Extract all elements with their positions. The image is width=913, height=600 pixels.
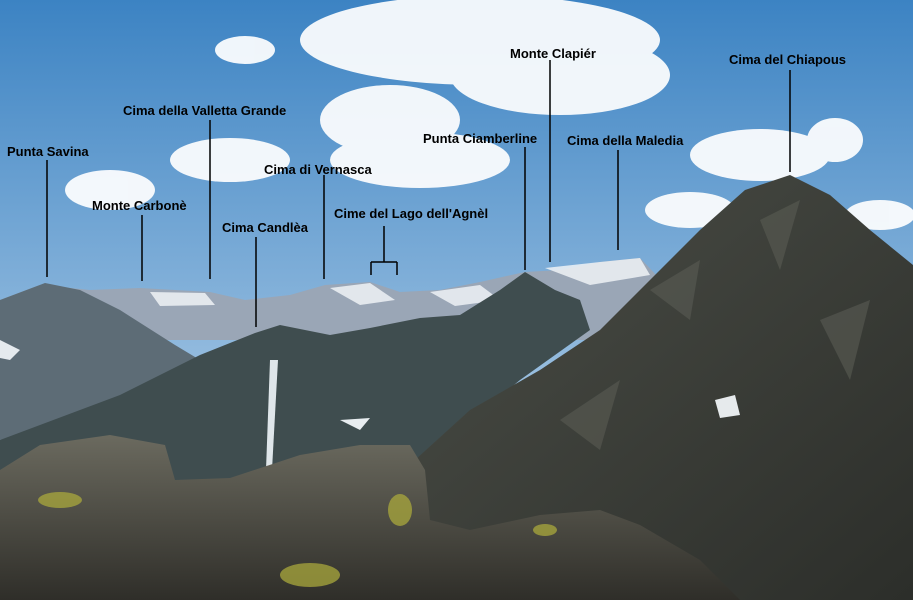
snow-patch — [0, 340, 20, 360]
label-cima-di-vernasca: Cima di Vernasca — [264, 162, 372, 177]
label-cime-del-lago-dellagnel: Cime del Lago dell'Agnèl — [334, 206, 489, 221]
clouds — [65, 0, 913, 230]
label-monte-carbone: Monte Carbonè — [92, 198, 187, 213]
snow-patch — [340, 418, 370, 430]
snow-gully — [266, 360, 278, 470]
label-punta-ciamberline: Punta Ciamberline — [423, 131, 538, 146]
label-monte-clapier: Monte Clapiér — [510, 46, 596, 61]
label-cima-del-chiapous: Cima del Chiapous — [729, 52, 847, 67]
label-cima-candlea: Cima Candlèa — [222, 220, 308, 235]
foreground-rocks — [0, 435, 740, 600]
label-cima-della-maledia: Cima della Maledia — [567, 133, 684, 148]
chiapous-peak — [415, 175, 913, 600]
left-ridge — [0, 283, 200, 440]
snow-fields — [150, 258, 650, 306]
label-cima-della-valletta-grande: Cima della Valletta Grande — [123, 103, 287, 118]
label-leader-lines — [46, 60, 791, 327]
leader-line-cime-del-lago-dellagnel — [370, 226, 398, 275]
lichen — [38, 492, 557, 587]
rock-texture — [560, 200, 870, 450]
snow-patch — [715, 395, 740, 418]
label-punta-savina: Punta Savina — [7, 144, 89, 159]
